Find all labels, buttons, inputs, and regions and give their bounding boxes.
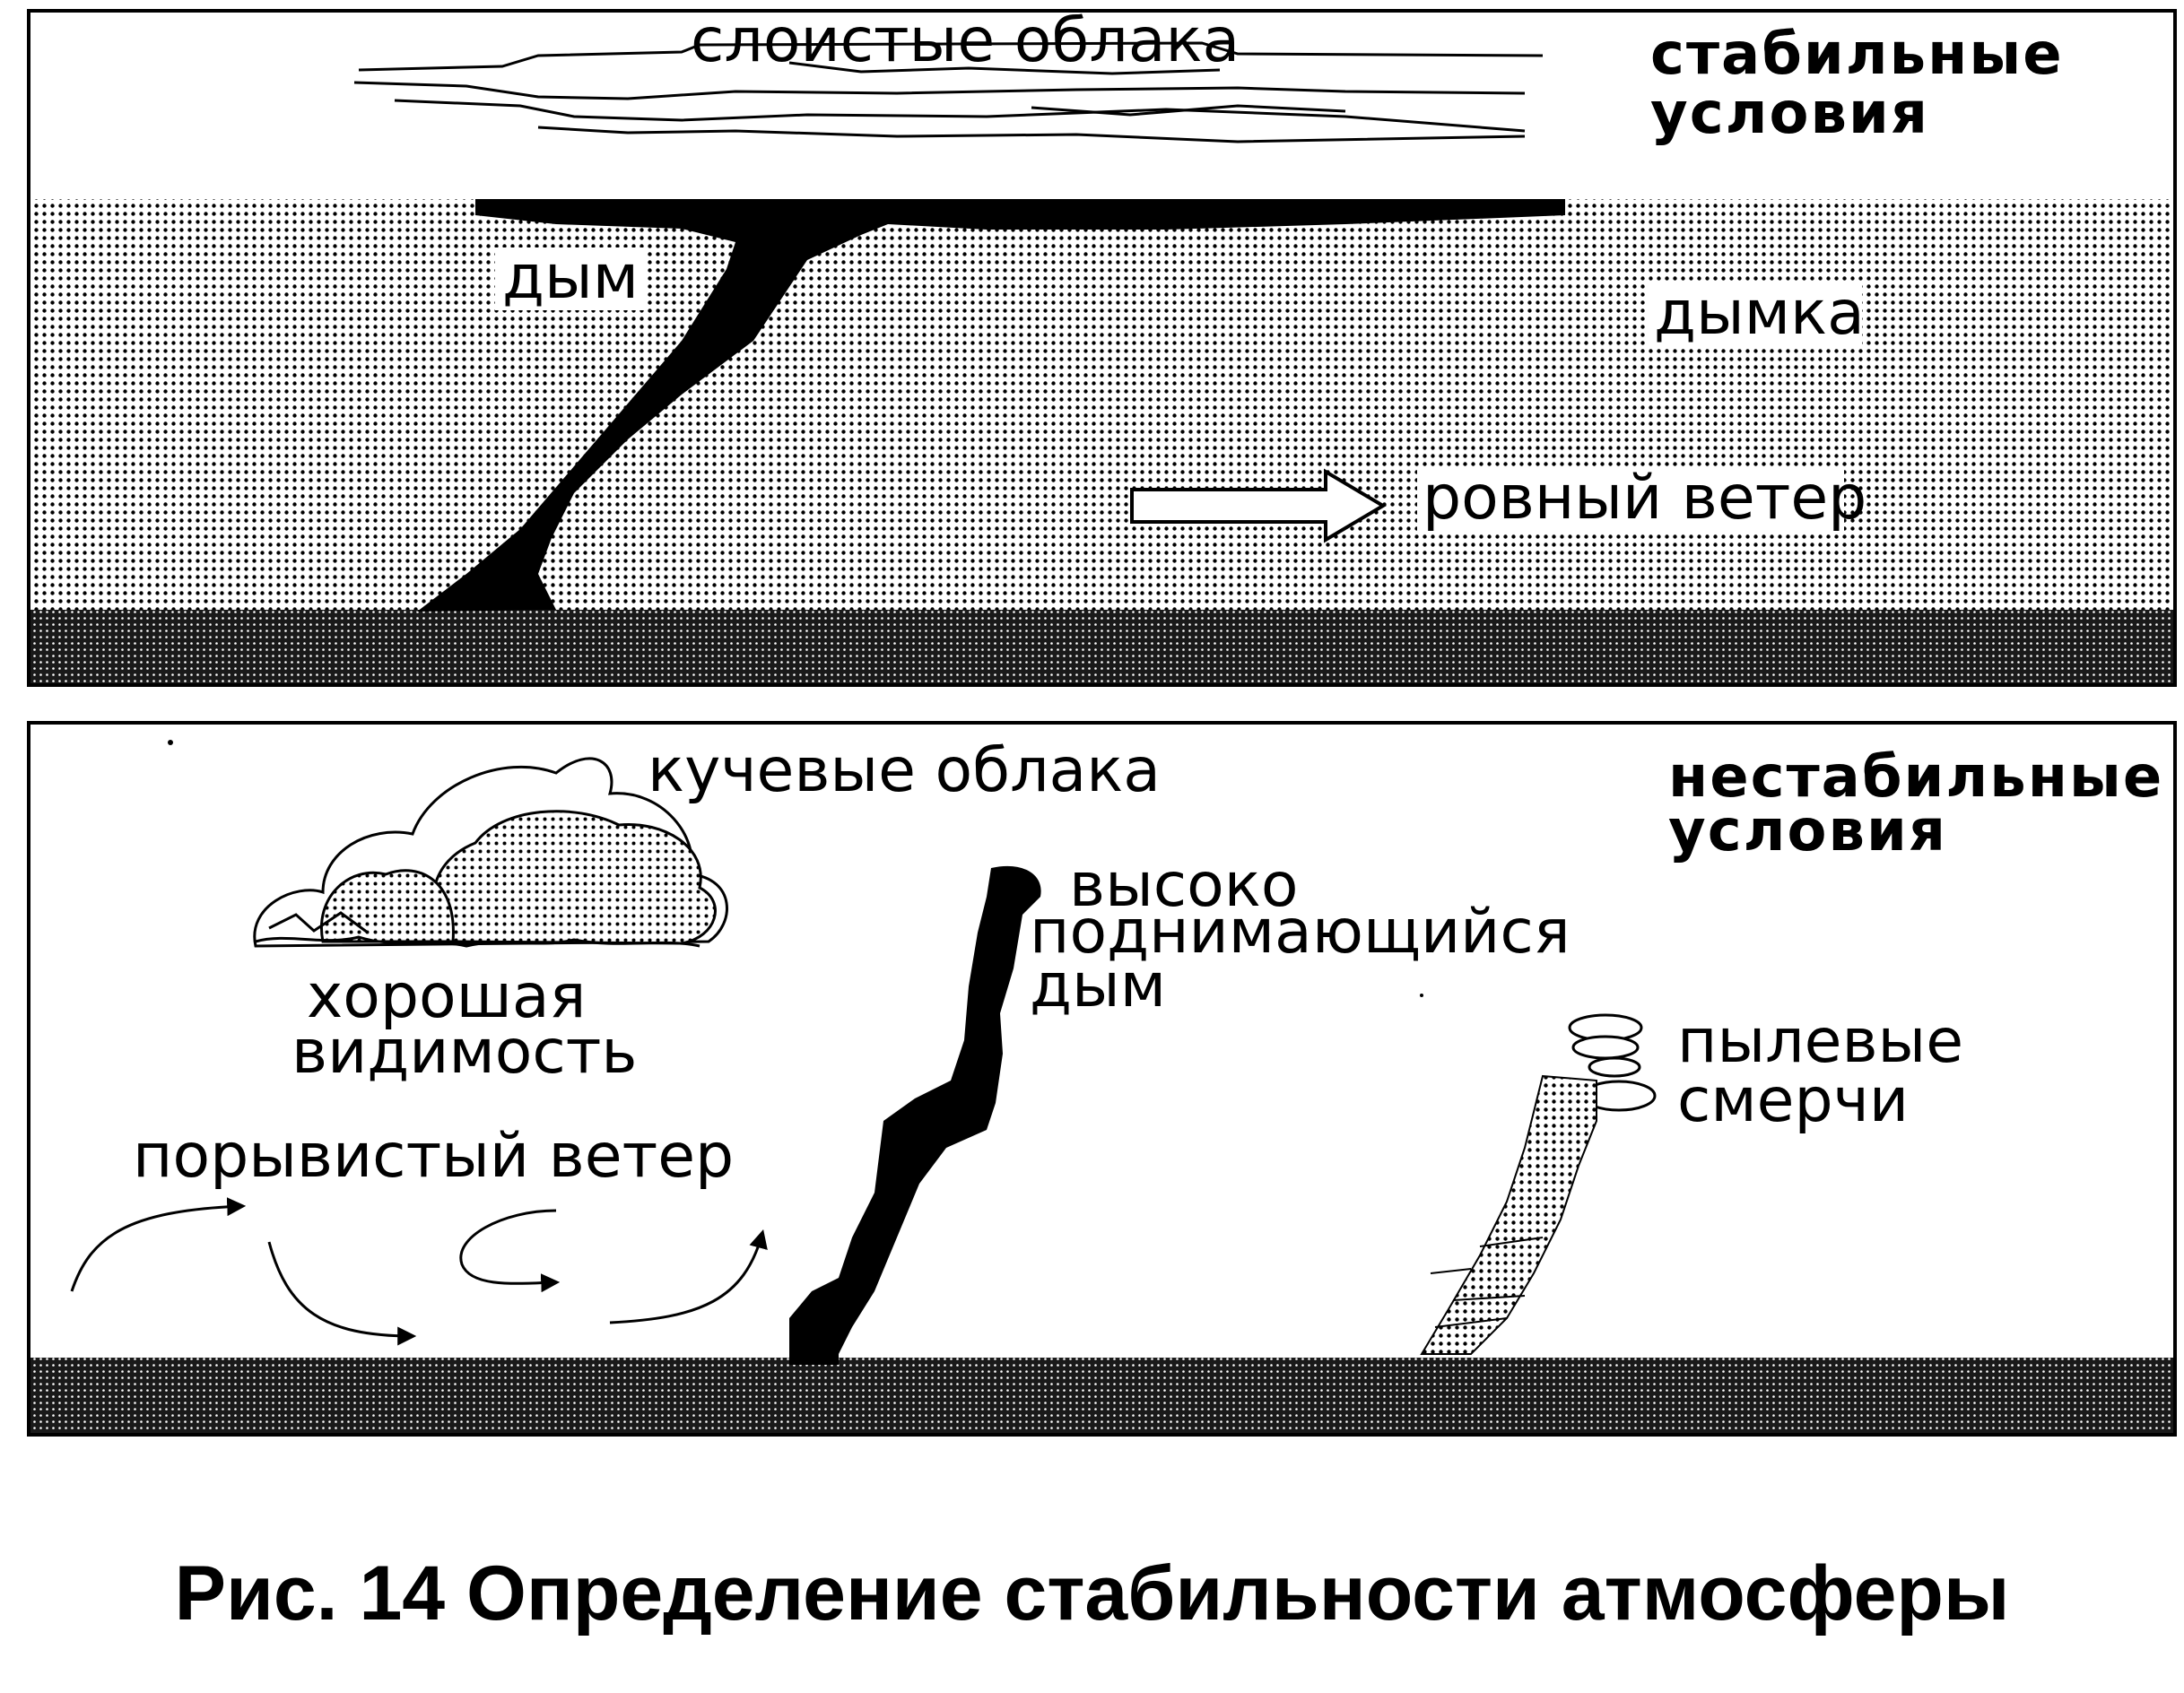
visibility-label-line1: хорошая <box>307 961 586 1032</box>
haze-layer <box>30 199 2173 613</box>
stable-condition-line2: условия <box>1650 81 1929 147</box>
speck <box>168 740 173 745</box>
rising-smoke-label-line1: высоко <box>1069 850 1298 921</box>
dust-devils-label-line2: смерчи <box>1677 1065 1909 1136</box>
gust-arrow-2 <box>267 1241 417 1346</box>
stable-condition-line1: стабильные <box>1650 22 2064 88</box>
haze-label-bg <box>1649 283 1862 346</box>
smoke-label: дым <box>502 242 639 313</box>
steady-wind-arrow <box>1130 468 1387 543</box>
dust-devil-icon <box>1420 1013 1657 1355</box>
gust-arrow-1 <box>70 1197 247 1292</box>
unstable-condition-line1: нестабильные <box>1668 744 2163 811</box>
gusty-wind-arrows <box>70 1197 768 1346</box>
cumulus-cloud-icon <box>253 757 728 948</box>
cumulus-clouds-label: кучевые облака <box>648 735 1161 806</box>
ground-unstable <box>30 1358 2173 1433</box>
speck <box>1420 994 1423 997</box>
gust-arrow-4 <box>609 1229 768 1324</box>
ground-stable <box>30 610 2173 683</box>
smoke-label-bg <box>495 247 648 310</box>
figure-caption: Рис. 14 Определение стабильности атмосфе… <box>174 1550 2010 1637</box>
stratus-clouds-icon <box>353 41 1544 143</box>
rising-smoke-plume <box>789 865 1041 1365</box>
rising-smoke-label-line3: дым <box>1030 951 1166 1021</box>
gust-arrow-3 <box>459 1209 561 1293</box>
steady-wind-label: ровный ветер <box>1423 463 1866 534</box>
haze-label: дымка <box>1654 278 1865 349</box>
unstable-condition-line2: условия <box>1668 798 1947 864</box>
visibility-label-line2: видимость <box>291 1017 637 1088</box>
gusty-wind-label: порывистый ветер <box>133 1121 734 1192</box>
stratus-clouds-label: слоистые облака <box>691 5 1240 76</box>
dust-devils-label-line1: пылевые <box>1677 1006 1963 1077</box>
smoke-plume-stable <box>417 199 1565 612</box>
unstable-panel: кучевые облака нестабильные условия хоро… <box>27 721 2177 1437</box>
steady-wind-label-bg <box>1417 468 1844 533</box>
stable-panel: слоистые облака стабильные условия дым д… <box>27 5 2177 687</box>
rising-smoke-label-line2: поднимающийся <box>1030 897 1571 968</box>
